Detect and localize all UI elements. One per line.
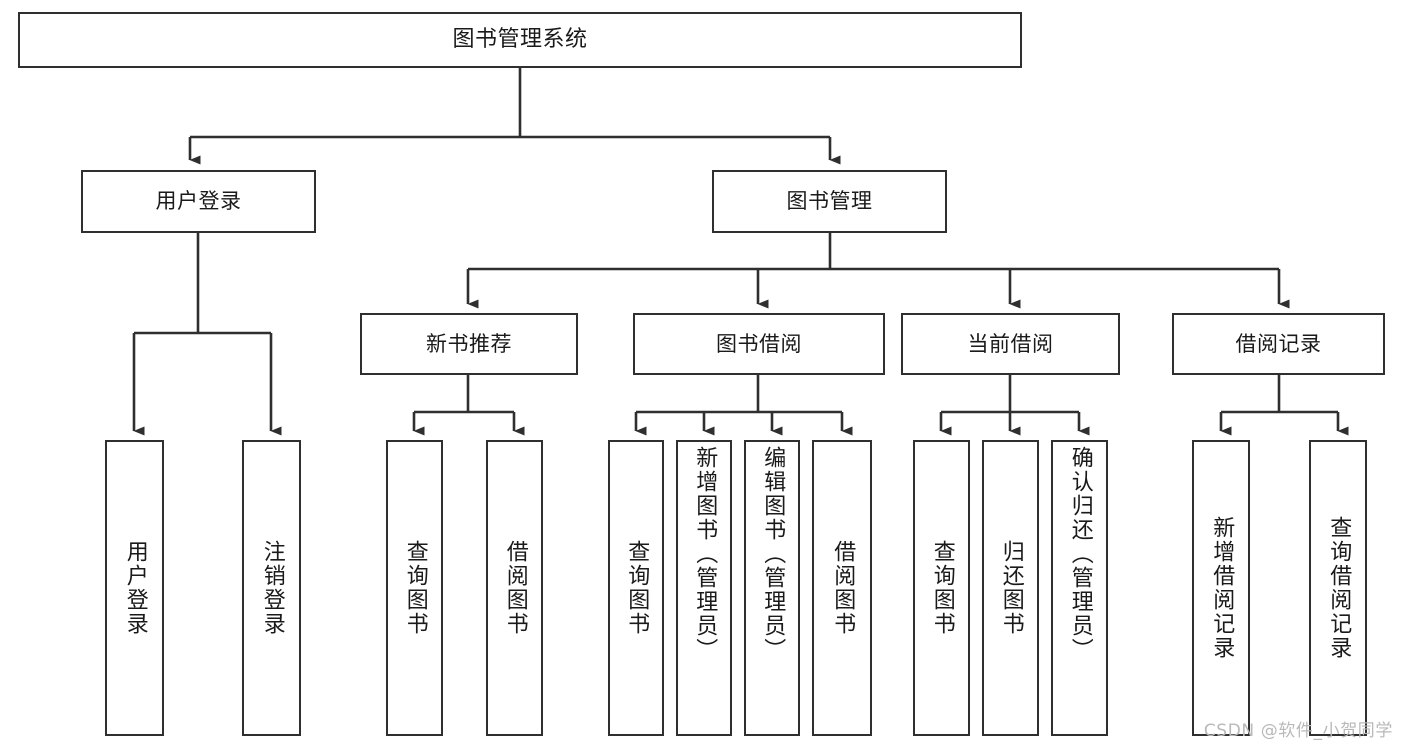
- node-label: 图书管理: [786, 189, 873, 214]
- node-label: 编辑图书（管理员）: [760, 446, 786, 662]
- leaf-user-logout[interactable]: 注销登录: [242, 440, 301, 736]
- node-book-management[interactable]: 图书管理: [712, 170, 947, 233]
- node-label: 借阅记录: [1235, 331, 1322, 356]
- node-book-borrow[interactable]: 图书借阅: [633, 313, 885, 375]
- leaf-query-book-recommend[interactable]: 查询图书: [386, 440, 443, 736]
- leaf-confirm-return-admin[interactable]: 确认归还（管理员）: [1051, 440, 1108, 736]
- node-current-borrow[interactable]: 当前借阅: [901, 313, 1120, 375]
- node-label: 归还图书: [998, 540, 1024, 636]
- leaf-add-borrow-record[interactable]: 新增借阅记录: [1192, 440, 1250, 736]
- node-user-login[interactable]: 用户登录: [81, 170, 316, 233]
- node-label: 借阅图书: [502, 540, 528, 636]
- leaf-query-book-current[interactable]: 查询图书: [913, 440, 970, 736]
- node-label: 图书借阅: [716, 331, 802, 356]
- node-label: 借阅图书: [830, 540, 856, 636]
- leaf-query-borrow-record[interactable]: 查询借阅记录: [1309, 440, 1367, 736]
- node-label: 查询图书: [929, 540, 955, 636]
- node-label: 确认归还（管理员）: [1067, 446, 1093, 662]
- node-label: 新书推荐: [426, 331, 512, 356]
- node-label: 当前借阅: [967, 331, 1054, 356]
- node-new-book-recommend[interactable]: 新书推荐: [360, 313, 578, 375]
- leaf-query-book-borrow[interactable]: 查询图书: [608, 440, 664, 736]
- leaf-user-login[interactable]: 用户登录: [105, 440, 164, 736]
- node-label: 注销登录: [259, 540, 285, 636]
- node-label: 查询借阅记录: [1326, 516, 1352, 660]
- node-label: 用户登录: [122, 540, 148, 636]
- node-root-book-management-system[interactable]: 图书管理系统: [18, 12, 1022, 68]
- leaf-edit-book-admin[interactable]: 编辑图书（管理员）: [744, 440, 800, 736]
- csdn-watermark: CSDN @软件_小贺同学: [1203, 721, 1393, 741]
- node-borrow-record[interactable]: 借阅记录: [1172, 313, 1385, 375]
- leaf-borrow-book-recommend[interactable]: 借阅图书: [486, 440, 543, 736]
- leaf-borrow-book[interactable]: 借阅图书: [812, 440, 872, 736]
- node-label: 新增借阅记录: [1209, 516, 1235, 660]
- leaf-return-book[interactable]: 归还图书: [982, 440, 1039, 736]
- leaf-add-book-admin[interactable]: 新增图书（管理员）: [676, 440, 732, 736]
- node-label: 图书管理系统: [452, 27, 588, 53]
- node-label: 用户登录: [155, 189, 242, 214]
- node-label: 查询图书: [624, 540, 650, 636]
- node-label: 新增图书（管理员）: [692, 446, 718, 662]
- node-label: 查询图书: [402, 540, 428, 636]
